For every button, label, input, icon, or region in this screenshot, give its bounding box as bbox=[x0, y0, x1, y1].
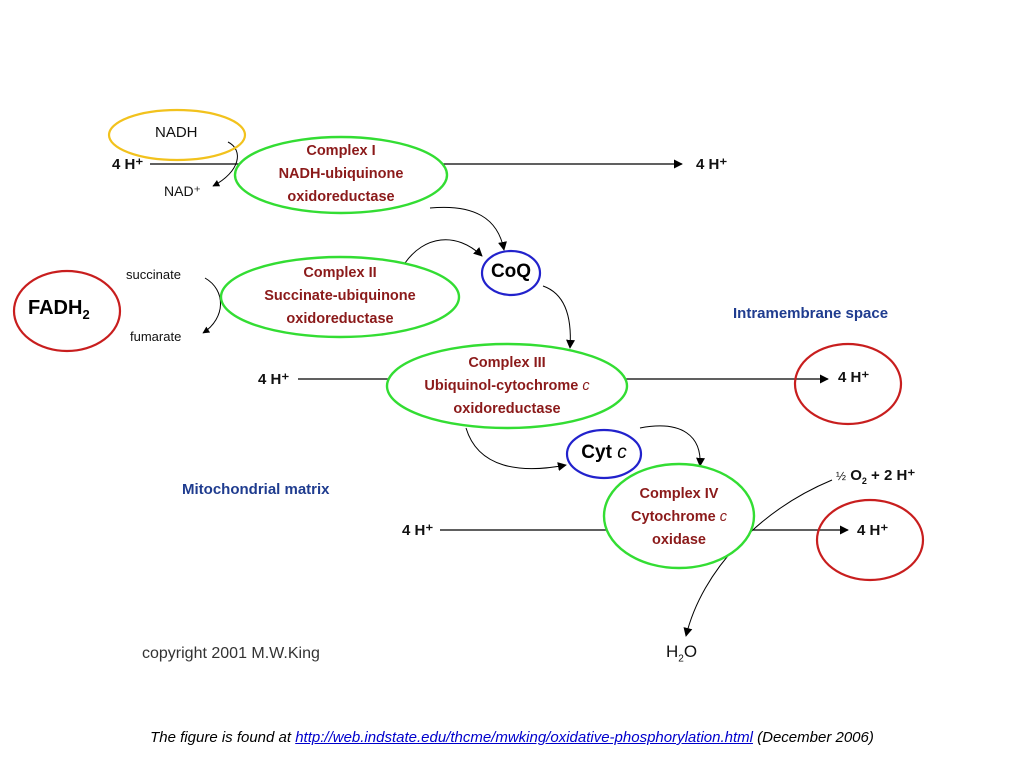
complex2-name: Complex II bbox=[303, 265, 377, 281]
c3-proton-out-label: 4 H⁺ bbox=[838, 369, 870, 386]
complex1-label: Complex I NADH-ubiquinone oxidoreductase bbox=[235, 140, 447, 209]
nadh-highlight-ellipse bbox=[107, 108, 247, 162]
caption-prefix: The figure is found at bbox=[150, 729, 296, 746]
complex1-name: Complex I bbox=[306, 143, 376, 159]
complex4-label: Complex IV Cytochrome c oxidase bbox=[604, 483, 754, 552]
c4-proton-in-label: 4 H⁺ bbox=[402, 522, 434, 539]
complex2-label: Complex II Succinate-ubiquinone oxidored… bbox=[221, 262, 459, 331]
complex2-line2: Succinate-ubiquinone bbox=[264, 288, 416, 304]
succinate-oxidation-arrow bbox=[202, 277, 221, 334]
nadh-oxidation-arrow bbox=[212, 141, 238, 187]
complex4-name: Complex IV bbox=[639, 486, 719, 502]
c3-to-cytc-arrow bbox=[465, 427, 567, 471]
coq-label: CoQ bbox=[490, 261, 532, 282]
complex3-line2: Ubiquinol-cytochrome c bbox=[424, 378, 590, 394]
c4-proton-out-label: 4 H⁺ bbox=[857, 522, 889, 539]
complex3-line3: oxidoreductase bbox=[453, 401, 561, 417]
complex3-ellipse bbox=[385, 342, 629, 430]
c3-proton-in-label: 4 H⁺ bbox=[258, 371, 290, 388]
complex2-line3: oxidoreductase bbox=[286, 311, 394, 327]
c2-to-coq-arrow bbox=[404, 239, 483, 264]
nad-plus-label: NAD⁺ bbox=[164, 183, 201, 199]
fadh2-highlight-ellipse bbox=[12, 269, 122, 353]
c1-proton-in-label: 4 H⁺ bbox=[112, 156, 144, 173]
complex1-line2: NADH-ubiquinone bbox=[278, 166, 404, 182]
complex1-ellipse bbox=[233, 135, 449, 215]
water-label: H2O bbox=[666, 642, 698, 665]
complex3-name: Complex III bbox=[468, 355, 546, 371]
source-link[interactable]: http://web.indstate.edu/thcme/mwking/oxi… bbox=[295, 729, 753, 746]
complex1-line3: oxidoreductase bbox=[287, 189, 395, 205]
complex3-label: Complex III Ubiquinol-cytochrome c oxido… bbox=[387, 352, 627, 421]
fumarate-label: fumarate bbox=[130, 329, 182, 344]
c1-proton-out-label: 4 H⁺ bbox=[696, 156, 728, 173]
complex4-line2: Cytochrome c bbox=[631, 509, 727, 525]
cytc-ellipse bbox=[565, 428, 643, 480]
mitochondrial-matrix-label: Mitochondrial matrix bbox=[182, 481, 330, 498]
c3-out-highlight-ellipse bbox=[793, 342, 903, 426]
complex4-ellipse bbox=[602, 462, 756, 570]
fadh2-label: FADH2 bbox=[28, 297, 90, 322]
copyright-text: copyright 2001 M.W.King bbox=[142, 645, 320, 662]
coq-ellipse bbox=[480, 249, 542, 297]
cytc-to-c4-arrow bbox=[639, 425, 706, 467]
complex2-ellipse bbox=[219, 255, 461, 339]
intermembrane-space-label: Intramembrane space bbox=[733, 305, 889, 322]
figure-caption: The figure is found at http://web.indsta… bbox=[0, 729, 1024, 746]
cytc-label: Cyt c bbox=[581, 442, 627, 463]
succinate-label: succinate bbox=[126, 267, 181, 282]
oxygen-label: ½ O2 + 2 H⁺ bbox=[836, 467, 916, 486]
nadh-label: NADH bbox=[155, 124, 198, 141]
caption-suffix: (December 2006) bbox=[752, 729, 874, 746]
coq-to-c3-arrow bbox=[542, 285, 576, 349]
c4-out-highlight-ellipse bbox=[815, 498, 925, 582]
complex4-line3: oxidase bbox=[652, 532, 706, 548]
c1-to-coq-arrow bbox=[429, 206, 507, 251]
